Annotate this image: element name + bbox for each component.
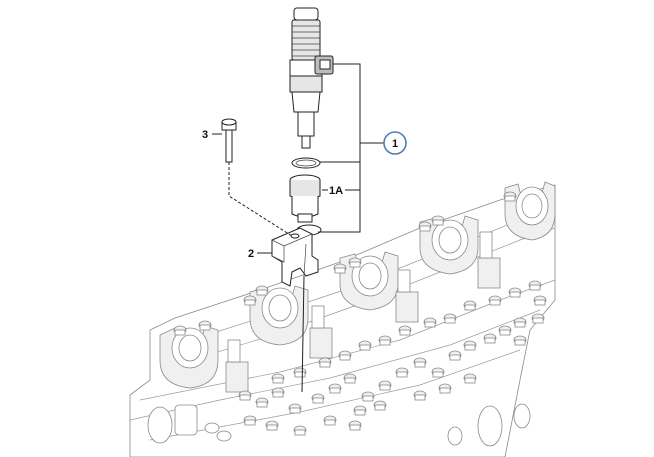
bolt-shank [272, 391, 284, 398]
clamp-yoke [271, 227, 319, 287]
bolt-shank [256, 289, 268, 296]
bolt-shank [439, 387, 451, 394]
bolt-shank [354, 409, 366, 416]
injector-sleeve [289, 174, 321, 223]
bolt-shank [294, 429, 306, 436]
callout-1-label: 1 [392, 138, 398, 150]
bolt-shank [464, 377, 476, 384]
callout-3-label: 3 [202, 129, 208, 141]
bolt-shank [464, 344, 476, 351]
bolt-shank [399, 329, 411, 336]
bolt-shank [256, 401, 268, 408]
bolt-shank [532, 317, 544, 324]
installed-injector-1 [225, 339, 249, 393]
bolt-shank [379, 339, 391, 346]
bolt-shank [334, 267, 346, 274]
bolt-shank [344, 377, 356, 384]
bearing-saddle-4 [419, 215, 479, 275]
bolt-shank [432, 219, 444, 226]
bearing-saddle-3 [339, 251, 399, 311]
bolt-shank [349, 261, 361, 268]
head-bolts [173, 191, 547, 436]
bolt-shank [414, 361, 426, 368]
bolt-shank [239, 394, 251, 401]
bearing-saddle-1 [159, 325, 219, 389]
bolt-shank [509, 291, 521, 298]
bolt-shank [324, 419, 336, 426]
bolt-shank [319, 361, 331, 368]
bolt-shank [362, 395, 374, 402]
callout-1a-label: 1A [329, 185, 343, 197]
bolt-shank [244, 299, 256, 306]
cylinder-head [129, 181, 556, 457]
bolt-shank [414, 394, 426, 401]
bolt-shank [444, 317, 456, 324]
installed-injector-4 [477, 231, 501, 289]
bolt-shank [244, 419, 256, 426]
bearing-saddle-5 [504, 181, 556, 241]
bolt-shank [464, 304, 476, 311]
bolt-shank [489, 299, 501, 306]
bolt-shank [534, 299, 546, 306]
bolt-shank [504, 195, 516, 202]
bolt-shank [484, 337, 496, 344]
unit-injector [289, 7, 334, 149]
bolt-shank [289, 407, 301, 414]
bolt-shank [379, 384, 391, 391]
bolt-shank [396, 371, 408, 378]
bolt-shank [424, 321, 436, 328]
bolt-shank [374, 404, 386, 411]
bolt-shank [359, 344, 371, 351]
bolt-shank [199, 324, 211, 331]
bolt-shank [312, 397, 324, 404]
bolt-shank [449, 354, 461, 361]
clamp-bolt [221, 118, 237, 163]
bolt-shank [266, 424, 278, 431]
bolt-shank [514, 321, 526, 328]
bolt-shank [514, 339, 526, 346]
bolt-shank [294, 371, 306, 378]
bolt-shank [432, 371, 444, 378]
leader-lines [212, 63, 385, 393]
bolt-shank [329, 387, 341, 394]
bolt-shank [499, 329, 511, 336]
front-ports [147, 403, 531, 447]
bearing-saddle-2 [249, 285, 309, 346]
bolt-shank [272, 377, 284, 384]
callout-1: 1 [383, 131, 407, 155]
installed-injector-3 [395, 269, 419, 323]
bolt-shank [349, 424, 361, 431]
callout-2-label: 2 [248, 248, 254, 260]
bolt-shank [419, 225, 431, 232]
bolt-shank [339, 354, 351, 361]
installed-injector-2 [309, 305, 333, 359]
bolt-shank [174, 329, 186, 336]
bolt-shank [529, 284, 541, 291]
